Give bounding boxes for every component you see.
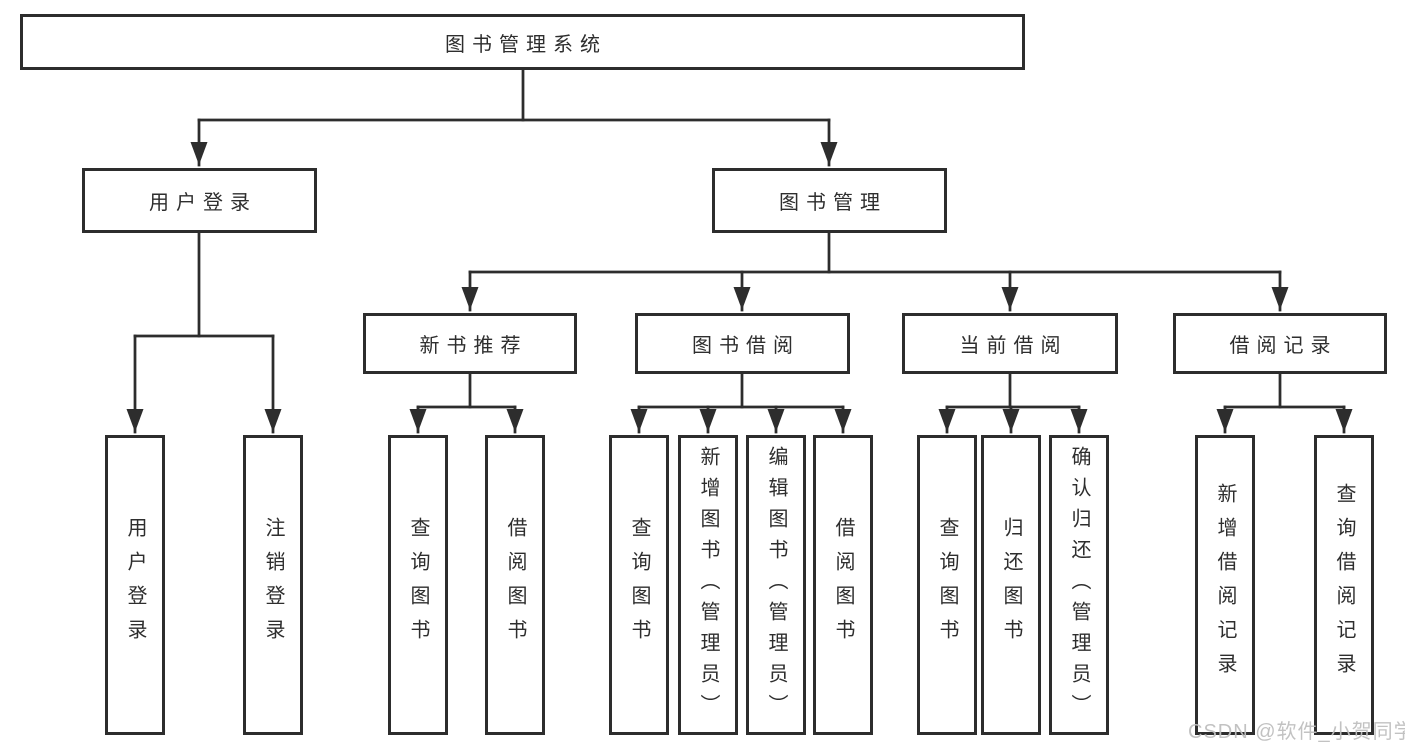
- watermark: CSDN @软件_小贺同学: [1188, 721, 1405, 743]
- node-new-book-recommend-label: 新书推荐: [419, 335, 528, 357]
- node-current-borrowing-label: 当前借阅: [959, 335, 1068, 357]
- leaf-records-add-record: 新增借阅记录: [1195, 435, 1255, 735]
- node-borrow-records-label: 借阅记录: [1229, 335, 1338, 357]
- connector-book-management-to-groups: [461, 230, 1289, 312]
- node-new-book-recommend: 新书推荐: [363, 313, 577, 374]
- leaf-borrowing-add-books-admin: 新增图书（管理员）: [678, 435, 738, 735]
- leaf-recommend-borrow-books-label: 借阅图书: [504, 517, 526, 653]
- connector-borrow-records-to-leaves: [1216, 371, 1353, 434]
- connector-current-borrowing-to-leaves: [938, 371, 1088, 434]
- leaf-records-query-record: 查询借阅记录: [1314, 435, 1374, 735]
- leaf-borrowing-query-books: 查询图书: [609, 435, 669, 735]
- connector-book-borrowing-to-leaves: [630, 371, 852, 434]
- leaf-records-query-record-label: 查询借阅记录: [1333, 483, 1355, 687]
- connector-user-login-to-leaves: [126, 230, 282, 434]
- leaf-current-confirm-return-admin-label: 确认归还（管理员）: [1068, 445, 1090, 725]
- node-user-login-branch-label: 用户登录: [149, 192, 257, 214]
- leaf-borrowing-borrow-books: 借阅图书: [813, 435, 873, 735]
- connector-new-book-recommend-to-leaves: [409, 371, 524, 434]
- leaf-recommend-query-books-label: 查询图书: [407, 517, 429, 653]
- node-current-borrowing: 当前借阅: [902, 313, 1118, 374]
- leaf-borrowing-borrow-books-label: 借阅图书: [832, 517, 854, 653]
- leaf-borrowing-edit-books-admin-label: 编辑图书（管理员）: [765, 445, 787, 725]
- leaf-current-return-books: 归还图书: [981, 435, 1041, 735]
- node-library-system: 图书管理系统: [20, 14, 1025, 70]
- leaf-user-login-label: 用户登录: [124, 517, 146, 653]
- leaf-borrowing-add-books-admin-label: 新增图书（管理员）: [697, 445, 719, 725]
- connector-root-to-level2: [190, 67, 838, 167]
- leaf-logout: 注销登录: [243, 435, 303, 735]
- node-book-management-label: 图书管理: [779, 192, 887, 214]
- node-user-login-branch: 用户登录: [82, 168, 317, 233]
- node-book-management: 图书管理: [712, 168, 947, 233]
- leaf-records-add-record-label: 新增借阅记录: [1214, 483, 1236, 687]
- leaf-current-query-books: 查询图书: [917, 435, 977, 735]
- leaf-recommend-borrow-books: 借阅图书: [485, 435, 545, 735]
- leaf-current-confirm-return-admin: 确认归还（管理员）: [1049, 435, 1109, 735]
- node-book-borrowing: 图书借阅: [635, 313, 850, 374]
- node-borrow-records: 借阅记录: [1173, 313, 1387, 374]
- leaf-borrowing-edit-books-admin: 编辑图书（管理员）: [746, 435, 806, 735]
- leaf-current-return-books-label: 归还图书: [1000, 517, 1022, 653]
- leaf-borrowing-query-books-label: 查询图书: [628, 517, 650, 653]
- leaf-logout-label: 注销登录: [262, 517, 284, 653]
- node-book-borrowing-label: 图书借阅: [692, 335, 800, 357]
- node-library-system-label: 图书管理系统: [445, 33, 607, 56]
- leaf-recommend-query-books: 查询图书: [388, 435, 448, 735]
- leaf-user-login: 用户登录: [105, 435, 165, 735]
- leaf-current-query-books-label: 查询图书: [936, 517, 958, 653]
